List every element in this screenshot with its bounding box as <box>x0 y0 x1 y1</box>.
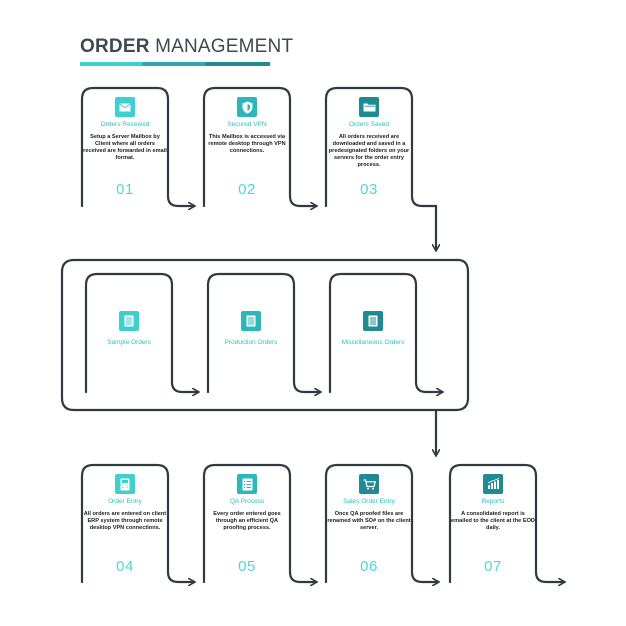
page-title: ORDER MANAGEMENT <box>80 36 293 58</box>
step-card-06: Sales Order Entry Once QA proofed files … <box>327 474 411 579</box>
order-type-sample: Sample Orders <box>87 311 171 346</box>
step-description: All orders are entered on client ERP sys… <box>83 511 167 531</box>
card-outline-sample <box>84 272 198 392</box>
step-description: Setup a Server Mailbox by Client where a… <box>83 134 167 161</box>
step-number: 02 <box>238 181 256 198</box>
step-title: Orders Received <box>100 121 150 128</box>
card-outline-production <box>206 272 320 392</box>
envelope-icon <box>115 97 135 117</box>
step-number: 05 <box>238 558 256 575</box>
checklist-icon <box>237 474 257 494</box>
step-card-01: Orders Received Setup a Server Mailbox b… <box>83 97 167 202</box>
step-description: A consolidated report is emailed to the … <box>451 511 535 531</box>
step-title: QA Process <box>229 498 265 505</box>
step-card-05: QA Process Every order entered goes thro… <box>205 474 289 579</box>
bar-chart-icon <box>483 474 503 494</box>
group-container <box>60 258 470 412</box>
document-icon <box>241 311 261 331</box>
card-outline-03 <box>324 86 436 250</box>
step-title: Orders Saved <box>348 121 390 128</box>
title-underline <box>80 62 270 66</box>
card-outline-01 <box>80 86 194 206</box>
step-description: This Mailbox is accessed via remote desk… <box>208 134 286 154</box>
order-type-title: Production Orders <box>224 339 278 346</box>
step-number: 07 <box>484 558 502 575</box>
step-card-03: Orders Saved All orders received are dow… <box>327 97 411 202</box>
title-bold: ORDER <box>80 36 150 57</box>
card-outline-05 <box>202 463 316 582</box>
order-type-misc: Miscellaneous Orders <box>331 311 415 346</box>
folder-icon <box>359 97 379 117</box>
card-outline-04 <box>80 463 194 582</box>
title-light: MANAGEMENT <box>155 36 294 57</box>
step-description: Every order entered goes through an effi… <box>213 511 281 531</box>
step-card-02: Secured VPN This Mailbox is accessed via… <box>205 97 289 202</box>
step-description: Once QA proofed files are renamed with S… <box>327 511 411 531</box>
cart-icon <box>359 474 379 494</box>
calculator-icon <box>115 474 135 494</box>
step-title: Reports <box>481 498 505 505</box>
step-title: Secured VPN <box>227 121 267 128</box>
document-icon <box>119 311 139 331</box>
order-type-title: Sample Orders <box>107 339 151 346</box>
step-number: 03 <box>360 181 378 198</box>
step-card-07: Reports A consolidated report is emailed… <box>451 474 535 579</box>
card-outline-misc <box>328 272 442 392</box>
order-type-production: Production Orders <box>209 311 293 346</box>
order-type-title: Miscellaneous Orders <box>341 339 405 346</box>
page-header: ORDER MANAGEMENT <box>80 36 293 66</box>
step-card-04: Order Entry All orders are entered on cl… <box>83 474 167 579</box>
step-title: Sales Order Entry <box>343 498 395 505</box>
shield-icon <box>237 97 257 117</box>
step-description: All orders received are downloaded and s… <box>328 134 410 168</box>
card-outline-06 <box>324 463 438 582</box>
document-icon <box>363 311 383 331</box>
step-title: Order Entry <box>108 498 142 505</box>
step-number: 01 <box>116 181 134 198</box>
card-outline-02 <box>202 86 316 206</box>
step-number: 06 <box>360 558 378 575</box>
card-outline-07 <box>448 463 564 582</box>
step-number: 04 <box>116 558 134 575</box>
